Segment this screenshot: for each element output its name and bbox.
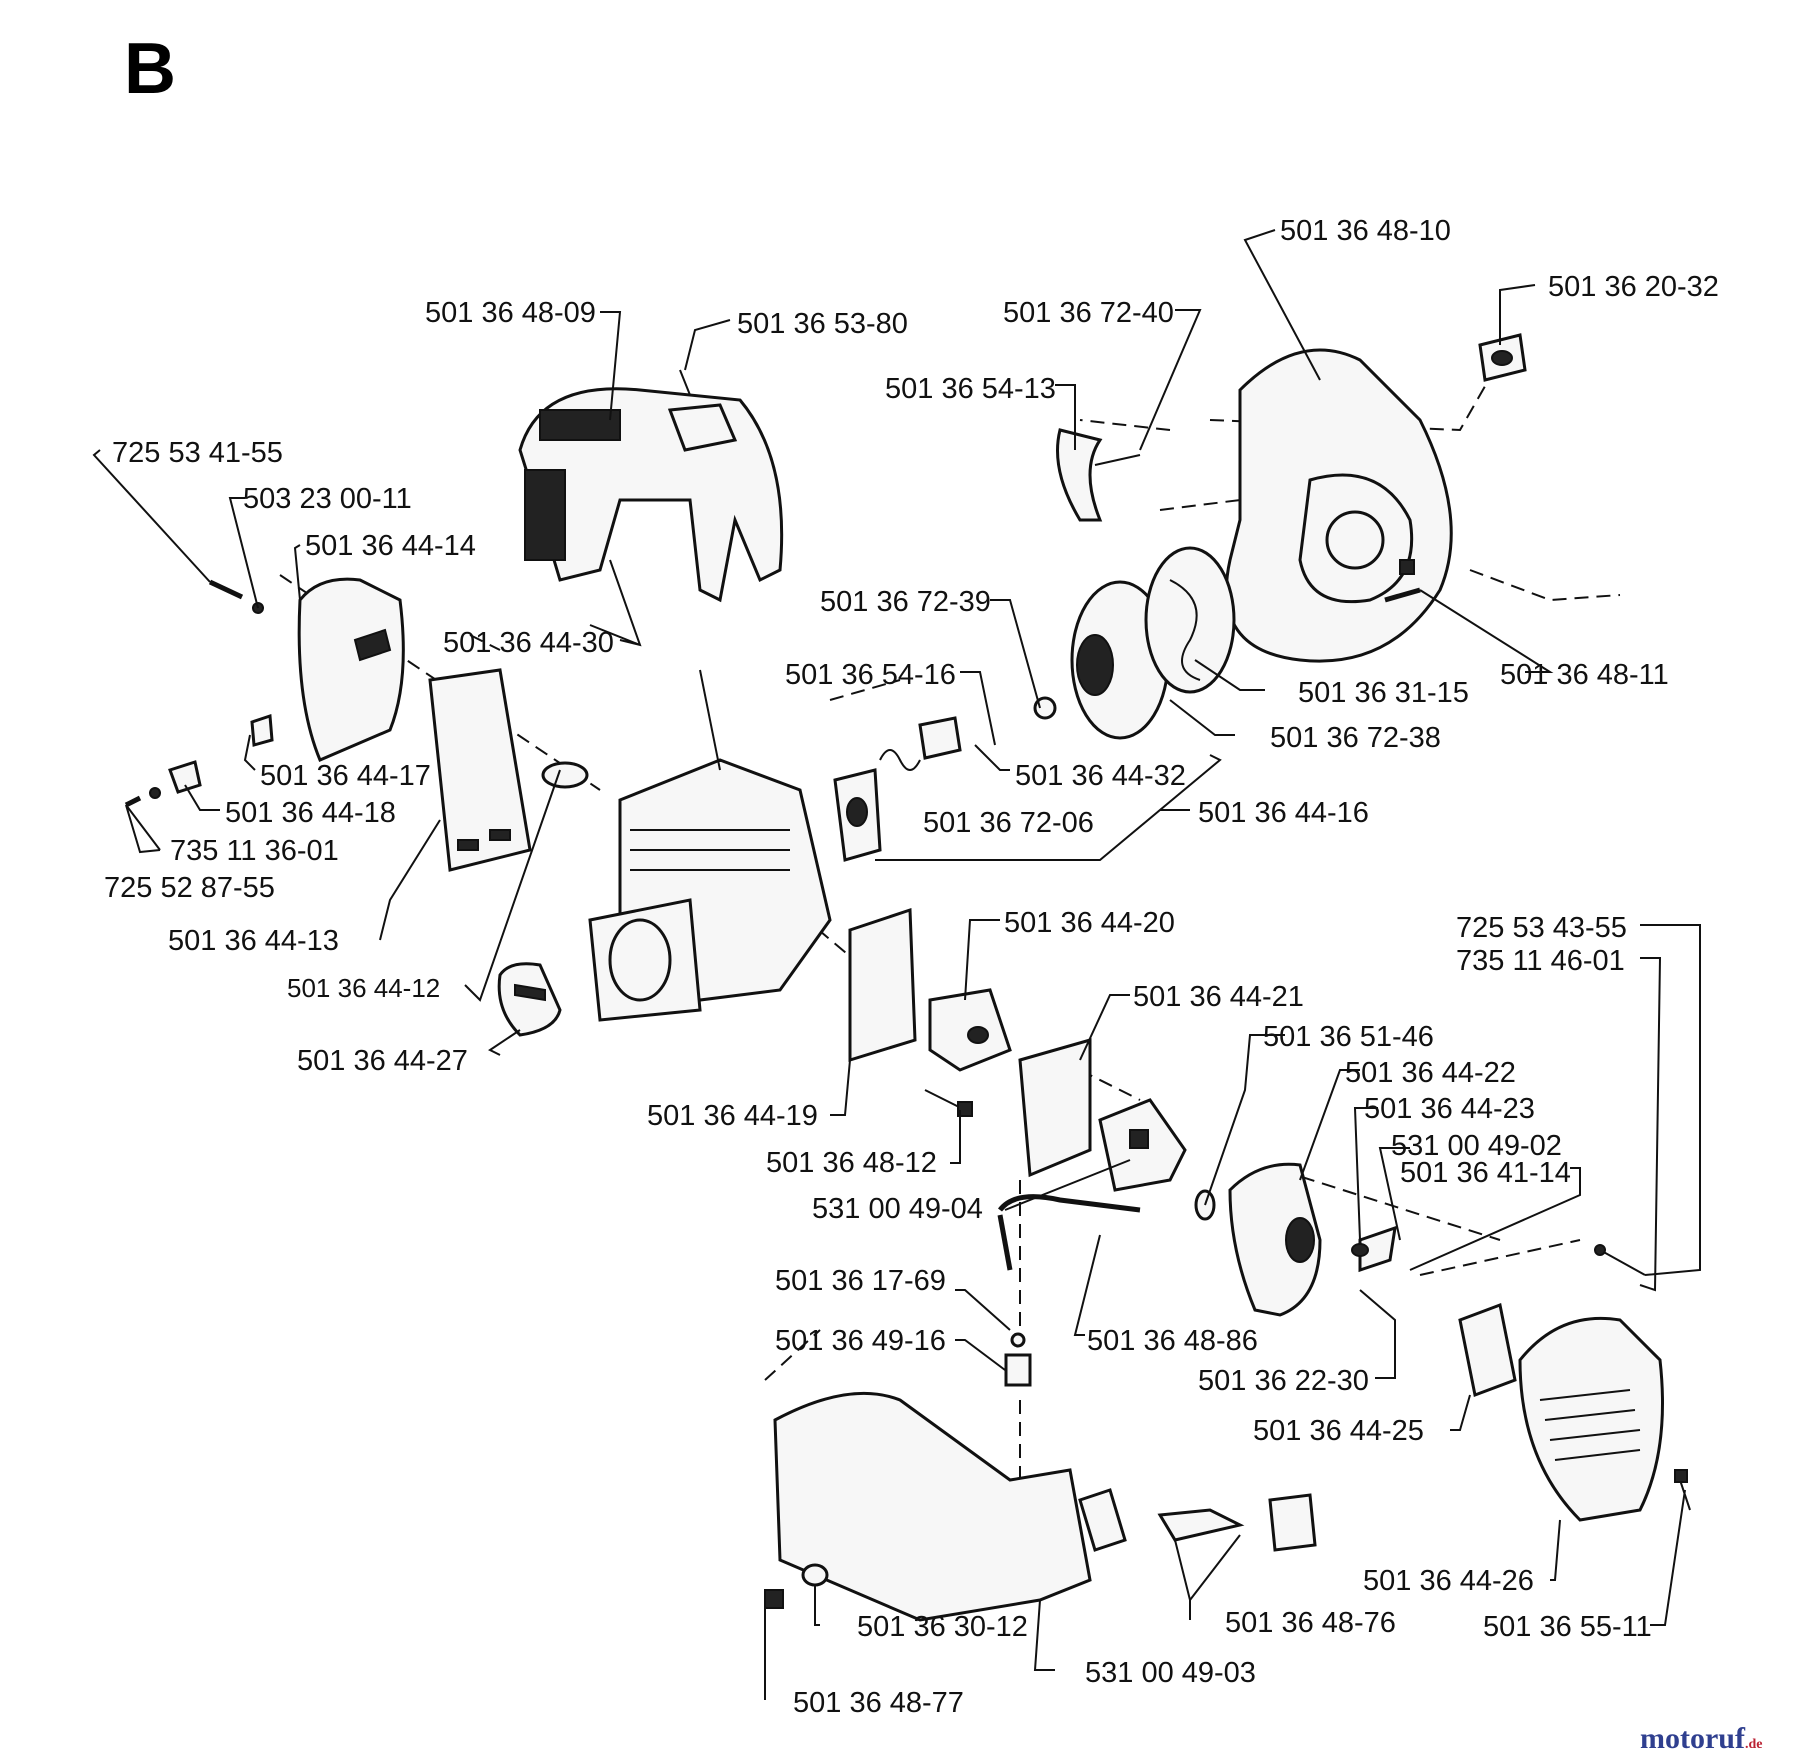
callout-725-53-43-55: 725 53 43-55 (1456, 912, 1627, 944)
fuel-hose (997, 1194, 1141, 1271)
callout-labels: 501 36 48-10 501 36 20-32 501 36 48-09 5… (104, 215, 1719, 1719)
callout-501-36-44-27: 501 36 44-27 (297, 1045, 468, 1077)
intake-screw (924, 1089, 973, 1117)
callout-501-36-48-77: 501 36 48-77 (793, 1687, 964, 1719)
section-letter: B (124, 29, 176, 109)
callout-501-36-51-46: 501 36 51-46 (1263, 1021, 1434, 1053)
callout-501-36-48-86: 501 36 48-86 (1087, 1325, 1258, 1357)
fuel-filter (1004, 1332, 1032, 1387)
callout-501-36-44-18: 501 36 44-18 (225, 797, 396, 829)
clip-part (879, 716, 962, 771)
callout-501-36-44-22: 501 36 44-22 (1345, 1057, 1516, 1089)
callout-531-00-49-03: 531 00 49-03 (1085, 1657, 1256, 1689)
cover-screw (1594, 1244, 1646, 1276)
watermark-suffix: .de (1744, 1737, 1763, 1752)
intake-adapter (928, 988, 1012, 1072)
callout-501-36-48-12: 501 36 48-12 (766, 1147, 937, 1179)
air-filter-cover (1518, 1316, 1664, 1522)
callout-501-36-48-10: 501 36 48-10 (1280, 215, 1451, 247)
callout-501-36-72-38: 501 36 72-38 (1270, 722, 1441, 754)
callout-501-36-44-26: 501 36 44-26 (1363, 1565, 1534, 1597)
callout-501-36-44-21: 501 36 44-21 (1133, 981, 1304, 1013)
tank-screw (764, 1563, 829, 1609)
fan-housing (1224, 348, 1453, 663)
callout-531-00-49-02: 531 00 49-02 (1391, 1130, 1562, 1162)
callout-501-36-48-76: 501 36 48-76 (1225, 1607, 1396, 1639)
callout-531-00-49-04: 531 00 49-04 (812, 1193, 983, 1225)
choke-lever (1351, 1225, 1397, 1273)
callout-501-36-72-06: 501 36 72-06 (923, 807, 1094, 839)
watermark-brand: motoruf (1640, 1722, 1745, 1755)
callout-501-36-44-32: 501 36 44-32 (1015, 760, 1186, 792)
callout-501-36-48-11: 501 36 48-11 (1500, 659, 1669, 691)
callout-501-36-72-40: 501 36 72-40 (1003, 297, 1174, 329)
callout-725-53-41-55: 725 53 41-55 (112, 437, 283, 469)
callout-501-36-22-30: 501 36 22-30 (1198, 1365, 1369, 1397)
callout-501-36-44-12: 501 36 44-12 (287, 973, 440, 1003)
muffler-gasket (428, 668, 532, 872)
callout-501-36-44-19: 501 36 44-19 (647, 1100, 818, 1132)
watermark-logo: motoruf.de (1640, 1722, 1762, 1756)
air-filter (1458, 1302, 1517, 1398)
callout-501-36-54-13: 501 36 54-13 (885, 373, 1056, 405)
callout-501-36-48-09: 501 36 48-09 (425, 297, 596, 329)
callout-503-23-00-11: 503 23 00-11 (243, 483, 412, 515)
callout-735-11-36-01: 735 11 36-01 (170, 835, 339, 867)
callout-501-36-44-25: 501 36 44-25 (1253, 1415, 1424, 1447)
cap-part (1478, 333, 1527, 382)
callout-501-36-30-12: 501 36 30-12 (857, 1611, 1028, 1643)
muffler (297, 577, 405, 762)
callout-501-36-49-16: 501 36 49-16 (775, 1325, 946, 1357)
callout-501-36-17-69: 501 36 17-69 (775, 1265, 946, 1297)
callout-leaders (92, 229, 1701, 1700)
callout-501-36-55-11: 501 36 55-11 (1483, 1611, 1652, 1643)
callout-501-36-44-16: 501 36 44-16 (1198, 797, 1369, 829)
fuel-cap (1157, 1493, 1317, 1552)
callout-501-36-54-16: 501 36 54-16 (785, 659, 956, 691)
callout-501-36-44-13: 501 36 44-13 (168, 925, 339, 957)
callout-501-36-44-14: 501 36 44-14 (305, 530, 476, 562)
callout-501-36-44-23: 501 36 44-23 (1364, 1093, 1535, 1125)
carburetor-gasket (1018, 1038, 1092, 1178)
carburetor (1098, 1098, 1187, 1192)
callout-501-36-72-39: 501 36 72-39 (820, 586, 991, 618)
callout-501-36-31-15: 501 36 31-15 (1298, 677, 1469, 709)
air-filter-base (1228, 1162, 1322, 1317)
callout-501-36-53-80: 501 36 53-80 (737, 308, 908, 340)
muffler-screws (124, 579, 274, 808)
top-cover (518, 387, 784, 603)
fuel-tank (773, 1391, 1127, 1622)
callout-725-52-87-55: 725 52 87-55 (104, 872, 275, 904)
callout-501-36-44-30: 501 36 44-30 (443, 627, 614, 659)
callout-501-36-44-20: 501 36 44-20 (1004, 907, 1175, 939)
callout-501-36-41-14: 501 36 41-14 (1400, 1157, 1571, 1189)
engine-block (588, 669, 832, 1022)
exhaust-gasket (541, 761, 589, 789)
starter-handle (1056, 428, 1141, 522)
intake-gasket (848, 907, 917, 1063)
callout-501-36-20-32: 501 36 20-32 (1548, 271, 1719, 303)
starter-pulley (1033, 546, 1236, 740)
flywheel (497, 962, 562, 1037)
callout-501-36-44-17: 501 36 44-17 (260, 760, 431, 792)
callout-735-11-46-01: 735 11 46-01 (1456, 945, 1625, 977)
ignition-module (833, 768, 882, 862)
housing-screws (679, 369, 1421, 603)
